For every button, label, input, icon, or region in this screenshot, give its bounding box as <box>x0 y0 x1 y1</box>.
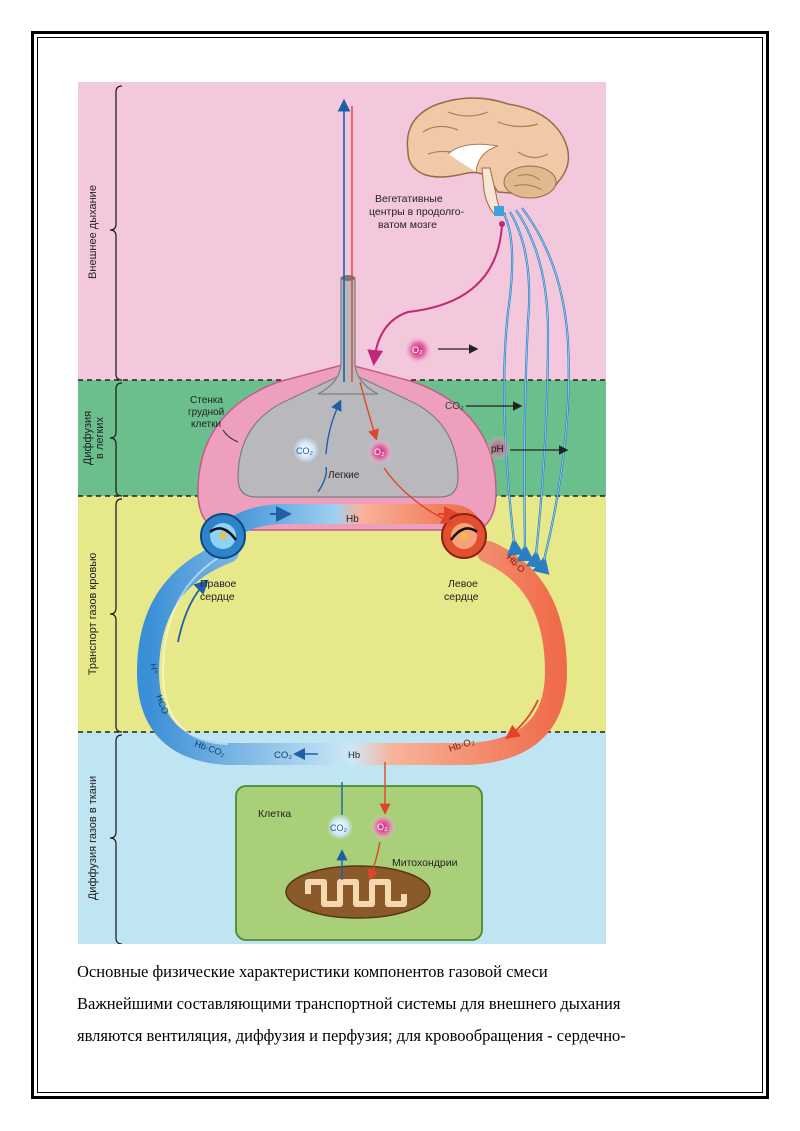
chest-wall-label-2: грудной <box>188 407 224 418</box>
chest-wall-label-1: Стенка <box>190 395 223 406</box>
left-heart-label-1: Левое <box>448 578 478 590</box>
left-heart-label-2: сердце <box>444 591 479 603</box>
caption-line-2: Важнейшими составляющими транспортной си… <box>77 994 621 1013</box>
o2-cell: O₂ <box>377 822 388 832</box>
zone-brackets <box>109 85 123 944</box>
co2-bottom: CO₂ <box>274 750 292 761</box>
veg-centers-label-2: центры в продолго- <box>369 206 465 218</box>
zone-label-transport: Транспорт газов кровью <box>87 553 99 676</box>
zone-label-diffusion-2: в легких <box>94 417 106 459</box>
mitochondrion <box>285 865 431 919</box>
zone-label-tissue: Диффузия газов в ткани <box>87 776 99 900</box>
ph-label: pH <box>491 444 504 455</box>
veg-centers-label-1: Вегетативные <box>375 193 443 205</box>
co2-green: CO₂ <box>445 401 464 412</box>
hb-bottom: Hb <box>348 750 360 761</box>
left-heart <box>441 513 487 559</box>
caption-line-3: являются вентиляция, диффузия и перфузия… <box>77 1026 626 1045</box>
h-plus-label: H⁺ <box>148 663 160 676</box>
systemic-vessel <box>136 541 568 765</box>
right-heart-label-1: Правое <box>200 578 237 590</box>
zone-label-diffusion-1: Диффузия <box>82 411 94 465</box>
right-heart <box>200 513 246 559</box>
cell-label: Клетка <box>258 808 291 820</box>
mitochondria-label: Митохондрии <box>392 857 458 869</box>
page-border-inner <box>37 37 763 1093</box>
page-border-outer <box>31 31 769 1099</box>
lungs-label: Легкие <box>328 470 360 481</box>
zone-label-external: Внешнее дыхание <box>87 185 99 279</box>
lungs <box>237 371 459 498</box>
right-heart-label-2: сердце <box>200 591 235 603</box>
respiration-diagram: Внешнее дыхание Диффузия в легких Трансп… <box>78 82 606 944</box>
trachea-opening <box>341 275 355 281</box>
veg-centers-label-3: ватом мозге <box>378 219 437 231</box>
co2-cell: CO₂ <box>330 823 348 833</box>
caption-line-1: Основные физические характеристики компо… <box>77 962 548 981</box>
brain <box>406 97 570 227</box>
chest-wall-label-3: клетки <box>191 419 221 430</box>
hb-top: Hb <box>346 514 359 525</box>
o2-pink: O₂ <box>412 345 423 355</box>
trachea <box>317 277 379 395</box>
co2-lungs: CO₂ <box>296 446 314 456</box>
o2-lungs: O₂ <box>374 447 385 457</box>
